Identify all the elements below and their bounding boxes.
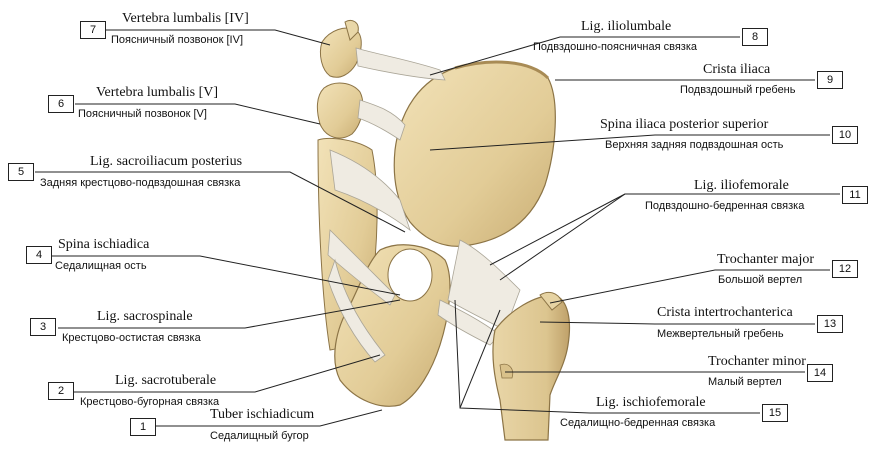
label-russian-6: Поясничный позвонок [V] bbox=[78, 108, 207, 120]
label-number-14: 14 bbox=[807, 364, 833, 382]
label-latin-6: Vertebra lumbalis [V] bbox=[96, 85, 219, 100]
leader-lines bbox=[35, 29, 840, 427]
label-russian-4: Седалищная ость bbox=[55, 260, 147, 272]
label-number-7: 7 bbox=[80, 21, 106, 39]
sacroiliac-ligament bbox=[329, 149, 411, 232]
label-russian-1: Седалищный бугор bbox=[210, 430, 309, 442]
label-russian-2: Крестцово-бугорная связка bbox=[80, 396, 220, 408]
label-number-5: 5 bbox=[8, 163, 34, 181]
label-number-2: 2 bbox=[48, 382, 74, 400]
label-russian-3: Крестцово-остистая связка bbox=[62, 332, 201, 344]
label-number-1: 1 bbox=[130, 418, 156, 436]
label-russian-14: Малый вертел bbox=[708, 376, 782, 388]
label-latin-14: Trochanter minor bbox=[708, 354, 806, 369]
label-number-12: 12 bbox=[832, 260, 858, 278]
label-latin-8: Lig. iliolumbale bbox=[581, 19, 672, 34]
label-russian-8: Подвздошно-поясничная связка bbox=[533, 41, 698, 53]
label-russian-12: Большой вертел bbox=[718, 274, 803, 286]
sacrospinous-ligament bbox=[327, 229, 396, 306]
label-russian-5: Задняя крестцово-подвздошная связка bbox=[40, 177, 241, 189]
label-latin-9: Crista iliaca bbox=[703, 62, 771, 77]
vertebra-l5 bbox=[316, 82, 364, 139]
label-latin-5: Lig. sacroiliacum posterius bbox=[90, 154, 243, 169]
ilium bbox=[393, 60, 556, 247]
ligaments bbox=[327, 47, 521, 363]
label-russian-15: Седалищно-бедренная связка bbox=[560, 417, 716, 429]
label-latin-11: Lig. iliofemorale bbox=[694, 178, 789, 193]
femur bbox=[492, 291, 571, 441]
obturator-foramen bbox=[387, 248, 433, 302]
vertebra-l4 bbox=[319, 19, 362, 78]
label-latin-12: Trochanter major bbox=[717, 252, 815, 267]
label-latin-1: Tuber ischiadicum bbox=[210, 407, 315, 422]
greater-trochanter bbox=[539, 291, 563, 311]
lesser-trochanter bbox=[499, 363, 514, 379]
label-number-15: 15 bbox=[762, 404, 788, 422]
label-latin-10: Spina iliaca posterior superior bbox=[600, 117, 769, 132]
iliolumbale-ligament bbox=[355, 47, 446, 81]
label-russian-9: Подвздошный гребень bbox=[680, 84, 796, 96]
label-latin-4: Spina ischiadica bbox=[58, 237, 150, 252]
label-number-13: 13 bbox=[817, 315, 843, 333]
label-latin-15: Lig. ischiofemorale bbox=[596, 395, 706, 410]
label-latin-3: Lig. sacrospinale bbox=[97, 309, 193, 324]
label-latin-13: Crista intertrochanterica bbox=[657, 305, 793, 320]
label-number-11: 11 bbox=[842, 186, 868, 204]
sacrotuberous-ligament bbox=[327, 258, 386, 363]
label-number-4: 4 bbox=[26, 246, 52, 264]
label-russian-10: Верхняя задняя подвздошная ость bbox=[605, 139, 784, 151]
label-russian-7: Поясничный позвонок [IV] bbox=[111, 34, 244, 46]
label-number-9: 9 bbox=[817, 71, 843, 89]
label-number-10: 10 bbox=[832, 126, 858, 144]
label-number-3: 3 bbox=[30, 318, 56, 336]
label-russian-13: Межвертельный гребень bbox=[657, 328, 784, 340]
label-latin-7: Vertebra lumbalis [IV] bbox=[122, 11, 249, 26]
label-russian-11: Подвздошно-бедренная связка bbox=[645, 200, 805, 212]
label-number-8: 8 bbox=[742, 28, 768, 46]
label-latin-2: Lig. sacrotuberale bbox=[115, 373, 217, 388]
label-number-6: 6 bbox=[48, 95, 74, 113]
